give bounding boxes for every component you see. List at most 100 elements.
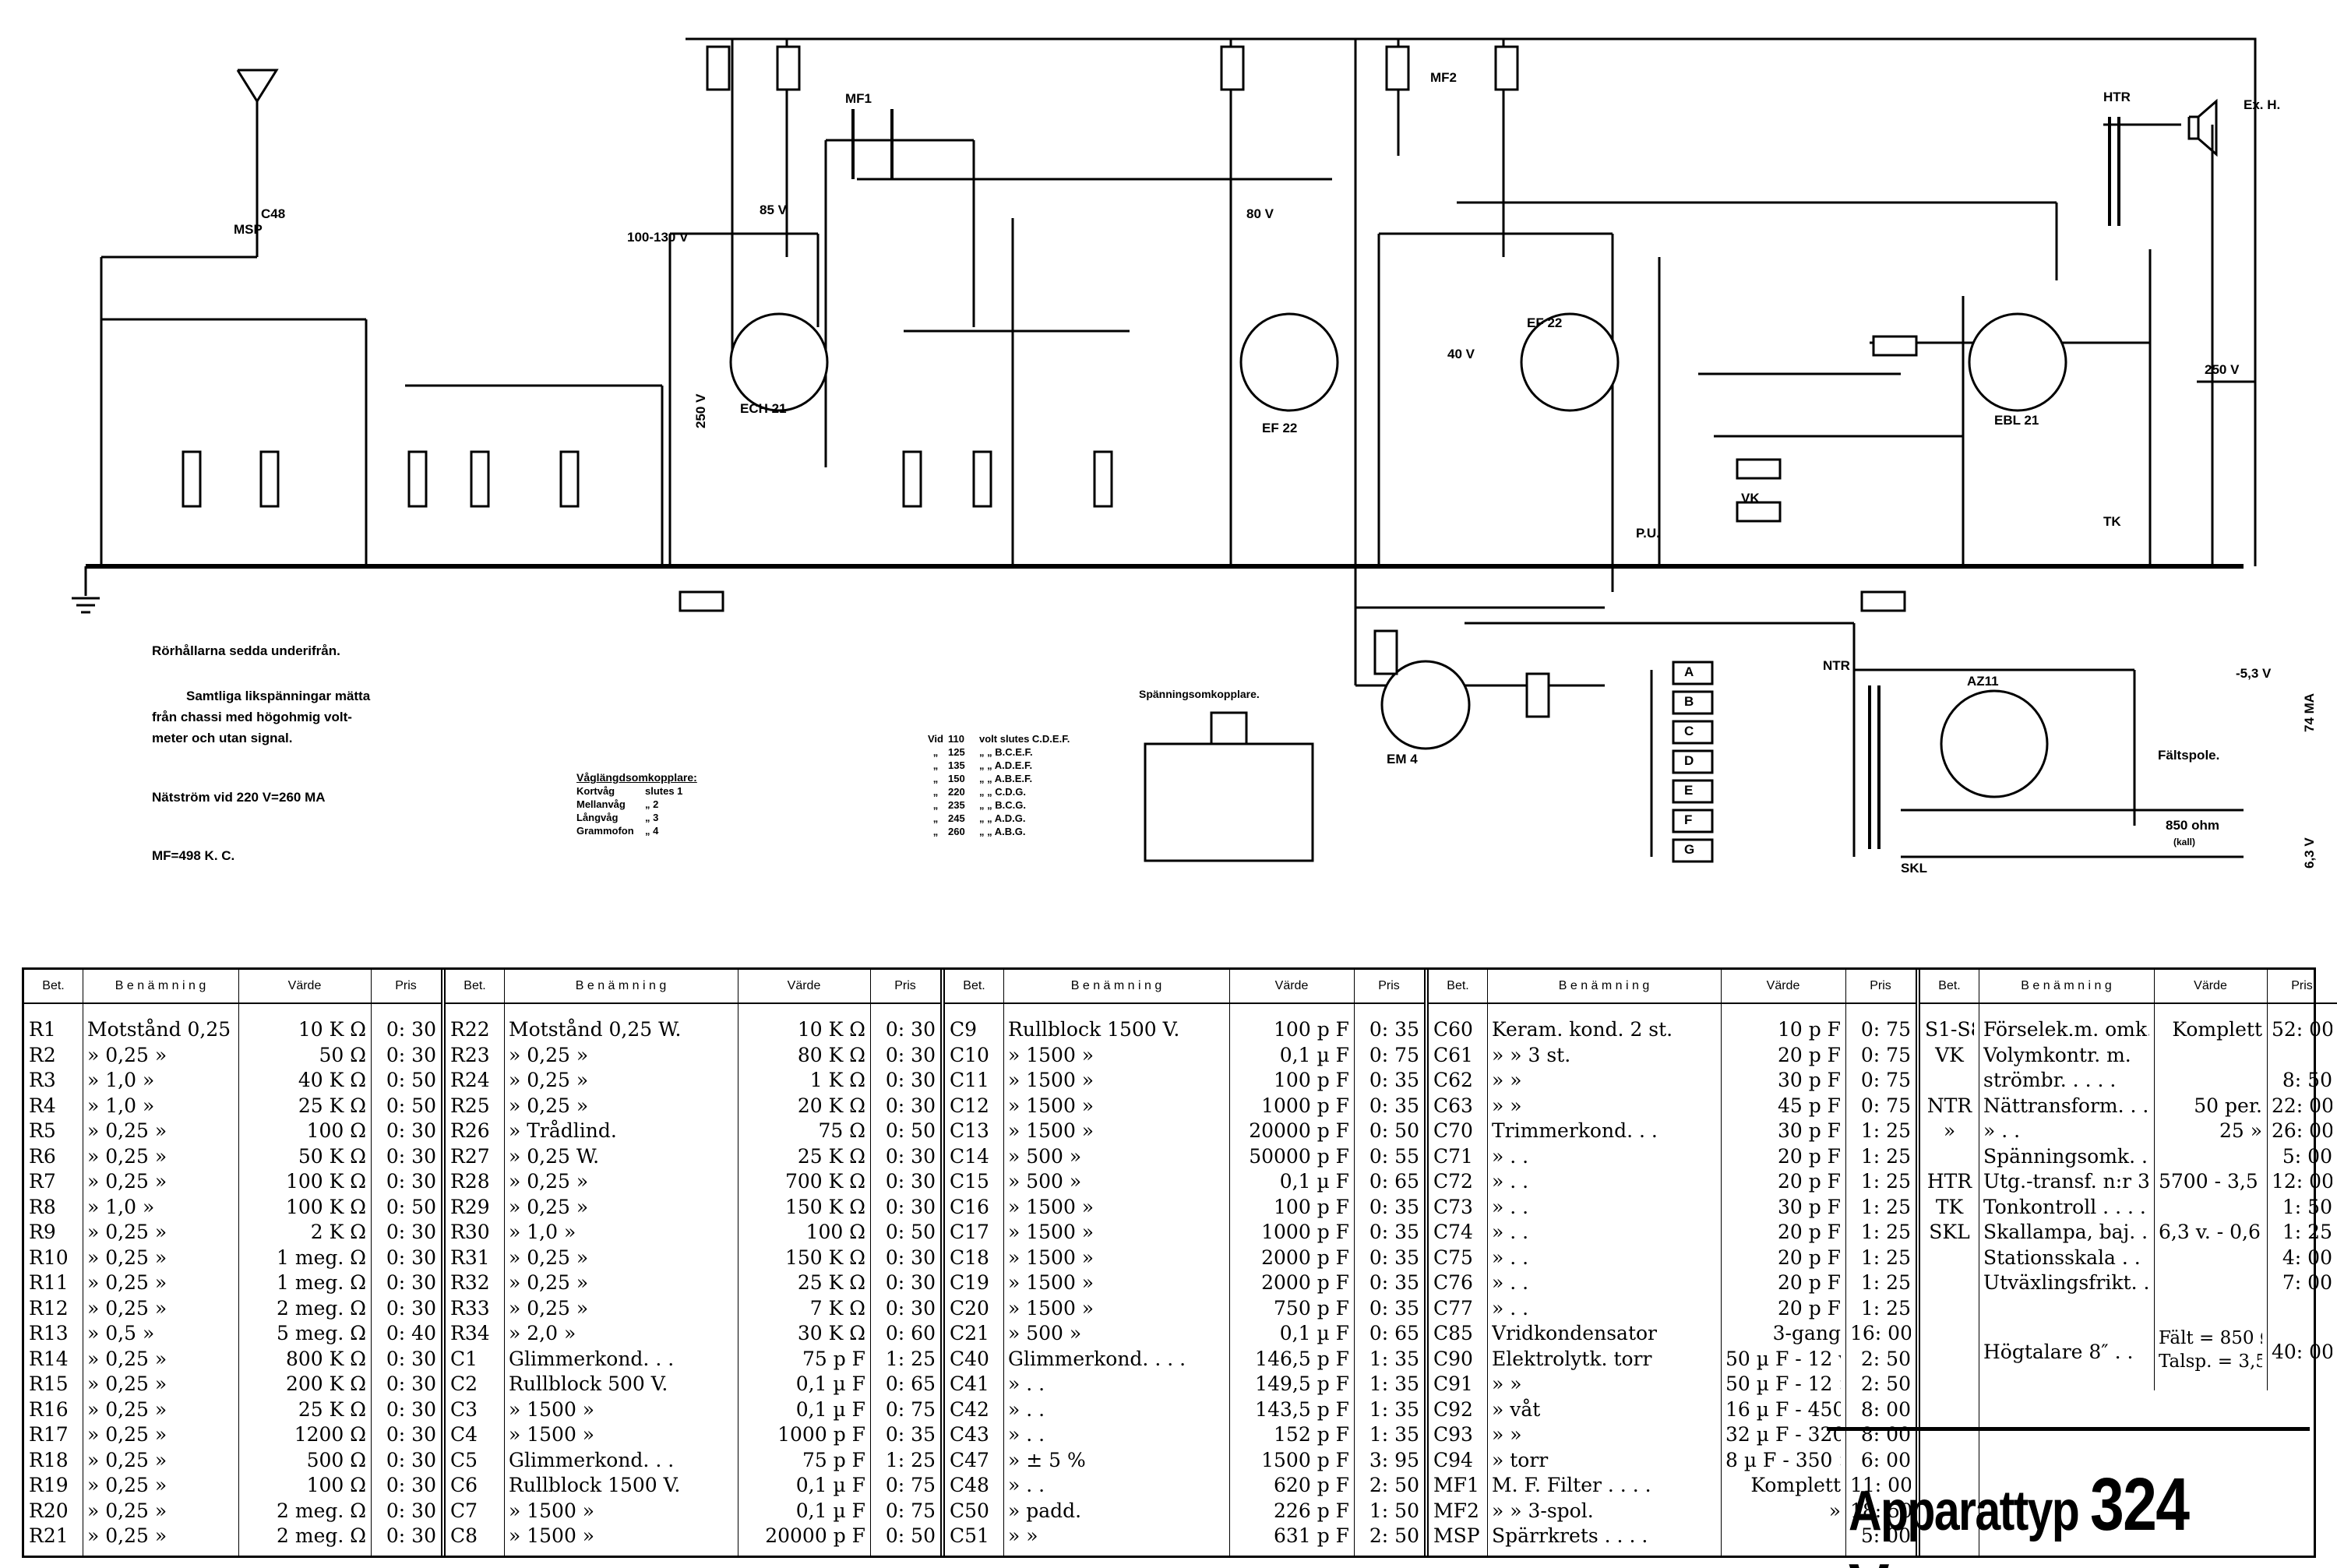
header-varde: Värde — [287, 979, 322, 992]
cell-varde: 1 meg. Ω — [277, 1271, 366, 1294]
cell-pris: 0: 30 — [386, 1423, 436, 1446]
cell-pris: 1: 25 — [885, 1448, 936, 1471]
column-divider — [371, 970, 372, 1556]
cell-pris: 0: 35 — [1369, 1296, 1419, 1320]
header-bet: Bet. — [42, 979, 65, 992]
cell-benamning: » . . — [1008, 1372, 1045, 1395]
cell-pris: 2: 50 — [1369, 1474, 1419, 1496]
cell-bet: C17 — [950, 1221, 989, 1243]
cell-pris: 0: 35 — [885, 1423, 936, 1446]
cell-pris: 0: 75 — [1860, 1094, 1911, 1117]
cell-varde: 30 p F — [1777, 1195, 1841, 1218]
svg-text:A: A — [1684, 664, 1694, 679]
svg-text:E: E — [1684, 783, 1693, 798]
cell-pris: 0: 35 — [1369, 1271, 1419, 1294]
cell-benamning: Vridkondensator — [1492, 1322, 1657, 1344]
header-pris: Pris — [1870, 979, 1891, 992]
cell-varde: 100 p F — [1274, 1195, 1349, 1218]
cell-pris: 0: 30 — [885, 1144, 936, 1168]
cell-bet: R26 — [450, 1119, 490, 1142]
svg-text:74 MA: 74 MA — [2302, 693, 2317, 732]
cell-bet: TK — [1935, 1195, 1964, 1218]
apparat-prefix: Apparattyp — [1849, 1480, 2080, 1542]
cell-varde: 20 p F — [1777, 1246, 1841, 1269]
cell-varde: 631 p F — [1274, 1524, 1349, 1547]
cell-pris: 0: 75 — [1860, 1018, 1911, 1041]
cell-bet: SKL — [1929, 1221, 1970, 1243]
cell-bet: R18 — [29, 1448, 69, 1471]
cell-pris: 0: 50 — [386, 1069, 436, 1091]
cell-bet: C77 — [1433, 1296, 1473, 1320]
table-row: C91» »50 µ F - 12 »2: 50 — [1429, 1371, 1916, 1396]
voltage-row: „135„ „ A.D.E.F. — [932, 759, 1033, 771]
cell-pris: 0: 55 — [1369, 1144, 1419, 1168]
svg-text:250 V: 250 V — [2205, 362, 2240, 377]
cell-pris: 0: 65 — [885, 1372, 936, 1395]
cell-benamning: » 1500 » — [1008, 1195, 1094, 1218]
cell-varde: 30 K Ω — [797, 1322, 865, 1344]
cell-benamning: » 1500 » — [1008, 1094, 1094, 1117]
cell-bet: C12 — [950, 1094, 989, 1117]
cell-bet: R8 — [29, 1195, 56, 1218]
cell-benamning: » 1,0 » — [87, 1069, 155, 1091]
cell-pris: 5: 00 — [2282, 1144, 2332, 1168]
cell-pris: 2: 50 — [1369, 1524, 1419, 1547]
cell-bet: C1 — [450, 1347, 478, 1370]
header-ben: B e n ä m n i n g — [115, 979, 206, 992]
cell-pris: 0: 30 — [386, 1397, 436, 1421]
cell-varde: 0,1 µ F — [1279, 1322, 1349, 1344]
socket-view-note: Rörhållarna sedda underifrån. — [152, 643, 340, 658]
cell-pris: 0: 30 — [386, 1524, 436, 1547]
cell-bet: R16 — [29, 1397, 69, 1421]
cell-varde: 10 K Ω — [298, 1018, 366, 1041]
cell-benamning: » . . — [1492, 1296, 1529, 1320]
cell-benamning: » 500 » — [1008, 1322, 1082, 1344]
cell-varde: 20 p F — [1777, 1271, 1841, 1294]
cell-varde: 20 p F — [1777, 1296, 1841, 1320]
cell-benamning: » 0,25 » — [87, 1271, 167, 1294]
cell-benamning: » . . — [1008, 1474, 1045, 1496]
cell-varde: 100 Ω — [805, 1221, 865, 1243]
cell-varde: 0,1 µ F — [795, 1499, 865, 1522]
cell-bet: R19 — [29, 1474, 69, 1496]
cell-pris: 0: 35 — [1369, 1195, 1419, 1218]
cell-varde: 45 p F — [1777, 1094, 1841, 1117]
mains-current-note: Nätström vid 220 V=260 MA — [152, 790, 326, 805]
cell-bet: R31 — [450, 1246, 490, 1269]
voltage-row: „150„ „ A.B.E.F. — [932, 773, 1033, 784]
cell-pris: 0: 30 — [885, 1170, 936, 1193]
cell-bet: C63 — [1433, 1094, 1473, 1117]
cell-benamning: » » 3-spol. — [1492, 1499, 1594, 1522]
column-divider — [1354, 970, 1355, 1556]
cell-varde: 800 K Ω — [285, 1347, 366, 1370]
cell-varde: 5 meg. Ω — [277, 1322, 366, 1344]
cell-varde: 25 K Ω — [298, 1397, 366, 1421]
cell-varde: 152 p F — [1274, 1423, 1349, 1446]
cell-varde: 25 K Ω — [797, 1144, 865, 1168]
cell-bet: R5 — [29, 1119, 56, 1142]
svg-text:C: C — [1684, 724, 1694, 738]
cell-bet: C4 — [450, 1423, 478, 1446]
wave-switch-row: Mellanvåg„ 2 — [576, 798, 659, 810]
cell-benamning: » . . — [1492, 1195, 1529, 1218]
voltage-row: „260„ „ A.B.G. — [932, 826, 1026, 837]
cell-benamning: » torr — [1492, 1448, 1549, 1471]
